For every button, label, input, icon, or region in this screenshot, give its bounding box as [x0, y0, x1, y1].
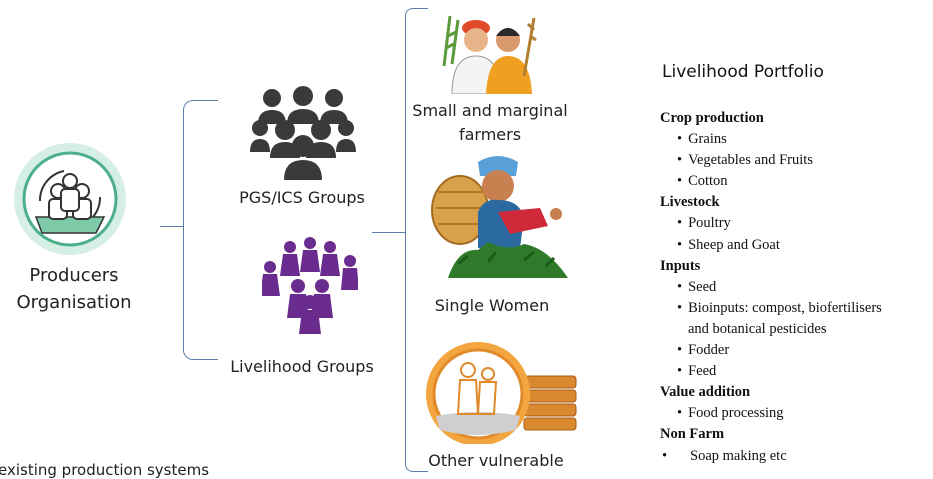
farmer-couple-icon	[436, 6, 540, 95]
root-label-line1: Producers	[29, 265, 119, 286]
list-item: Fodder	[660, 340, 932, 361]
list-item-continuation: and botanical pesticides	[688, 320, 827, 337]
small-marginal-farmers-line2: farmers	[458, 125, 522, 144]
section-heading-crop-production: Crop production	[660, 110, 764, 126]
portfolio-title: Livelihood Portfolio	[662, 62, 824, 82]
root-label-line2: Organisation	[16, 292, 132, 313]
list-item: Poultry	[660, 213, 932, 234]
livelihood-groups-label: Livelihood Groups	[230, 357, 374, 376]
section-heading-value-addition: Value addition	[660, 384, 751, 401]
pgs-ics-groups-label: PGS/ICS Groups	[239, 188, 365, 207]
list-item: Sheep and Goat	[660, 235, 932, 256]
elderly-coin-stack-icon	[420, 338, 580, 446]
root-label: Producers Organisation	[0, 262, 148, 316]
bracket-root-to-groups	[183, 100, 218, 360]
section-heading-livestock: Livestock	[660, 194, 720, 211]
small-marginal-farmers-label: Small and marginal farmers	[402, 99, 578, 147]
list-item: Grains	[660, 129, 932, 150]
people-group-icon	[250, 84, 356, 180]
other-vulnerable-label: Other vulnerable	[428, 451, 564, 470]
portfolio-list: Crop production Grains Vegetables and Fr…	[660, 108, 932, 467]
list-item: • Soap making etc	[660, 446, 932, 467]
tea-picker-woman-icon	[428, 152, 570, 278]
list-item: Feed	[660, 361, 932, 382]
small-marginal-farmers-line1: Small and marginal	[412, 101, 568, 120]
single-women-label: Single Women	[434, 296, 550, 315]
bracket-groups-connector	[372, 232, 406, 233]
list-item: Seed	[660, 277, 932, 298]
women-group-icon	[260, 236, 359, 334]
list-item: Food processing	[660, 403, 932, 424]
bracket-root-connector	[160, 226, 184, 227]
list-item: Bioinputs: compost, biofertilisers	[660, 298, 932, 319]
section-heading-non-farm: Non Farm	[660, 426, 725, 443]
list-item: Vegetables and Fruits	[660, 150, 932, 171]
bullet-icon: •	[662, 447, 668, 464]
producers-organisation-icon	[12, 141, 128, 257]
list-item-label: Soap making etc	[690, 447, 787, 464]
bracket-groups-to-members	[405, 8, 428, 472]
footer-text: existing production systems	[0, 461, 210, 479]
section-heading-inputs: Inputs	[660, 257, 701, 274]
list-item: Cotton	[660, 171, 932, 192]
